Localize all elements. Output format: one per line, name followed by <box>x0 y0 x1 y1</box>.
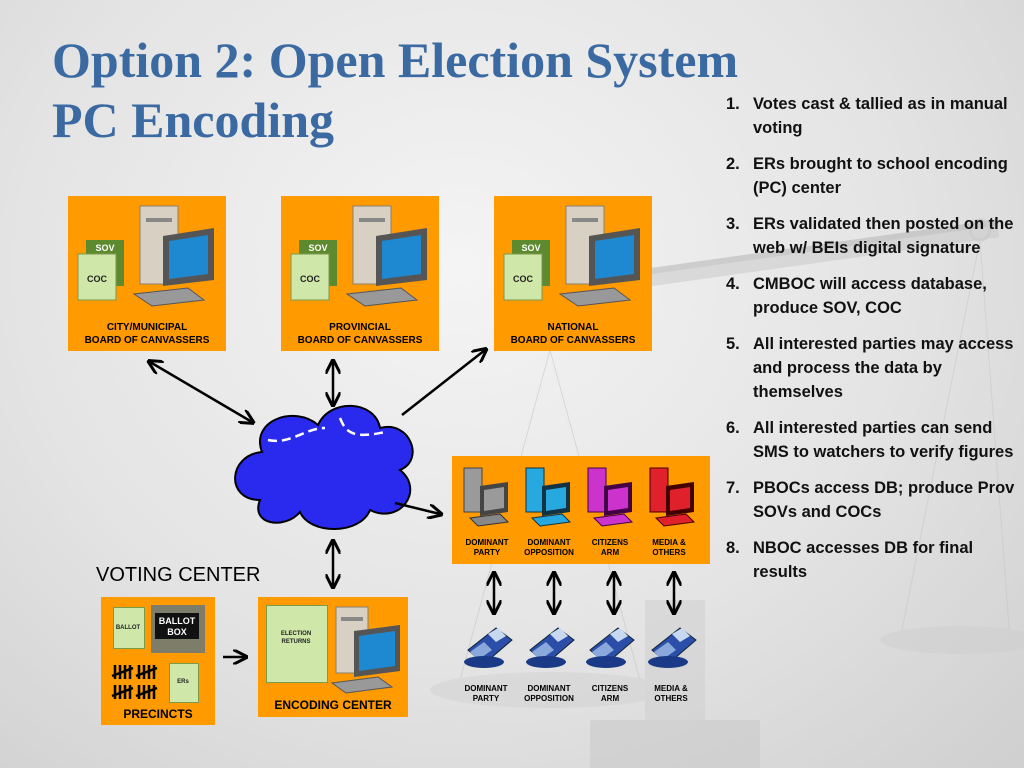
party-label-line-2: ARM <box>600 548 620 557</box>
phone-label-line-2: OPPOSITION <box>524 694 574 703</box>
board-national: SOV COC NATIONAL BOARD OF CANVASSERS <box>494 196 652 351</box>
ballot-paper-icon <box>113 607 145 649</box>
board-label-line-2: BOARD OF CANVASSERS <box>510 335 636 346</box>
step-item: 5.All interested parties may access and … <box>726 335 1014 401</box>
phone-label-line-2: PARTY <box>472 694 500 703</box>
phone-label-line-1: CITIZENS <box>591 684 629 693</box>
title-line-1: Option 2: Open Election System <box>52 32 739 88</box>
coc-label: COC <box>300 274 320 284</box>
precincts-box: BALLOT BALLOT BOX ERs PRECINCTS <box>101 597 215 725</box>
party-label-line-1: DOMINANT <box>527 538 571 547</box>
phone-label-line-2: OTHERS <box>654 694 688 703</box>
ballot-label: BALLOT <box>115 625 141 631</box>
election-returns-label-1: ELECTION <box>280 631 312 637</box>
election-returns-label-2: RETURNS <box>281 639 311 645</box>
party-label-line-2: OTHERS <box>652 548 686 557</box>
step-item: 1.Votes cast & tallied as in manual voti… <box>726 95 1008 137</box>
computer-icon <box>503 205 640 307</box>
ballot-box-lid <box>155 613 199 639</box>
ballot-box-label-1: BALLOT <box>158 616 196 626</box>
phone-label-line-1: DOMINANT <box>464 684 508 693</box>
ers-label: ERs <box>177 679 189 685</box>
party-computers-icon <box>463 467 696 527</box>
step-item: 4.CMBOC will access database, produce SO… <box>726 275 987 317</box>
step-item: 8.NBOC accesses DB for final results <box>726 539 974 581</box>
encoding-center-box: ELECTION RETURNS ENCODING CENTER <box>258 597 408 717</box>
phone-label-line-1: MEDIA & <box>654 684 688 693</box>
tally-marks-icon <box>111 665 158 699</box>
sov-label: SOV <box>308 243 328 253</box>
sov-label: SOV <box>95 243 115 253</box>
computer-icon <box>77 205 214 307</box>
coc-label: COC <box>87 274 107 284</box>
steps-list: 1.Votes cast & tallied as in manual voti… <box>726 92 1018 596</box>
encoding-center-label: ENCODING CENTER <box>274 698 392 712</box>
election-returns-doc-icon <box>266 605 328 683</box>
step-item: 3.ERs validated then posted on the web w… <box>726 215 1014 257</box>
ballot-box-label-2: BOX <box>167 627 187 637</box>
precincts-label: PRECINCTS <box>123 707 193 721</box>
board-label-line-1: NATIONAL <box>547 322 599 333</box>
step-item: 6.All interested parties can send SMS to… <box>726 419 1014 461</box>
party-label-line-1: CITIZENS <box>591 538 629 547</box>
step-item: 7.PBOCs access DB; produce Prov SOVs and… <box>726 479 1015 521</box>
title-line-2: PC Encoding <box>52 92 335 148</box>
computer-icon <box>290 205 427 307</box>
coc-label: COC <box>513 274 533 284</box>
slide-title: Option 2: Open Election System PC Encodi… <box>52 30 738 150</box>
party-label-line-1: MEDIA & <box>652 538 686 547</box>
board-label-line-2: BOARD OF CANVASSERS <box>297 335 423 346</box>
board-city-municipal: SOV COC CITY/MUNICIPAL BOARD OF CANVASSE… <box>68 196 226 351</box>
interested-parties-box: DOMINANT PARTY DOMINANT OPPOSITION CITIZ… <box>452 456 710 564</box>
board-label-line-2: BOARD OF CANVASSERS <box>84 335 210 346</box>
sov-label: SOV <box>521 243 541 253</box>
party-label-line-1: DOMINANT <box>465 538 509 547</box>
voting-center-label: VOTING CENTER <box>96 564 261 586</box>
party-label-line-2: PARTY <box>473 548 501 557</box>
board-label-line-1: CITY/MUNICIPAL <box>106 322 188 333</box>
party-label-line-2: OPPOSITION <box>524 548 574 557</box>
step-item: 2.ERs brought to school encoding (PC) ce… <box>726 155 1008 197</box>
board-provincial: SOV COC PROVINCIAL BOARD OF CANVASSERS <box>281 196 439 351</box>
phone-label-line-1: DOMINANT <box>527 684 571 693</box>
phone-label-line-2: ARM <box>600 694 620 703</box>
board-label-line-1: PROVINCIAL <box>329 322 391 333</box>
computer-icon <box>330 606 400 694</box>
ers-document-icon <box>169 663 199 703</box>
